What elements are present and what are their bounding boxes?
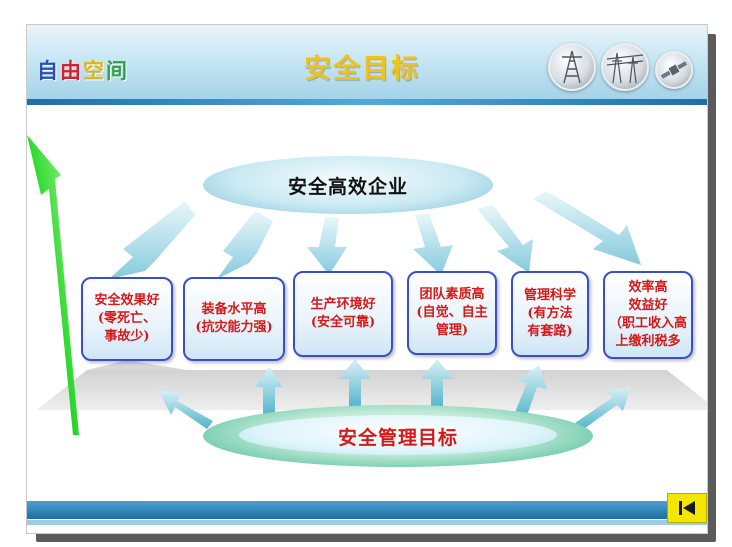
goal-box-1: 安全效果好 (零死亡、 事故少) xyxy=(81,277,173,361)
fan-arrow-5 xyxy=(477,205,533,273)
slide: 自 由 空 间 安全目标 xyxy=(26,24,708,534)
goal-box-3-text: 生产环境好 (安全可靠) xyxy=(310,297,376,330)
fan-arrow-4 xyxy=(413,213,453,275)
up-arrow-1 xyxy=(159,391,213,429)
back-to-start-button[interactable] xyxy=(667,493,707,523)
footer-bar-light xyxy=(27,520,707,525)
up-arrow-5 xyxy=(513,365,547,421)
goal-box-6-text: 效率高 效益好 （职工收入高 上缴利税多 xyxy=(608,280,687,349)
tower-photo-icon xyxy=(548,43,596,91)
logo-char-3: 空 xyxy=(83,59,105,83)
fan-arrow-6 xyxy=(533,191,641,265)
goal-box-4: 团队素质高 (自觉、自主 管理) xyxy=(407,271,497,355)
goal-box-2: 装备水平高 (抗灾能力强) xyxy=(183,277,285,361)
up-arrow-2 xyxy=(255,367,283,417)
goal-box-1-text: 安全效果好 (零死亡、 事故少) xyxy=(94,293,160,344)
fan-arrow-2 xyxy=(217,211,273,279)
goal-box-5: 管理科学 (有方法 有套路) xyxy=(511,271,589,357)
logo-char-4: 间 xyxy=(106,59,128,83)
powerline-photo-icon xyxy=(601,43,649,91)
goal-box-3: 生产环境好 (安全可靠) xyxy=(293,271,393,357)
bottom-goal-ellipse: 安全管理目标 xyxy=(203,405,593,467)
goal-box-5-text: 管理科学 (有方法 有套路) xyxy=(523,288,576,339)
fan-arrow-3 xyxy=(307,217,347,275)
logo-char-1: 自 xyxy=(37,59,59,83)
diagram-graphics xyxy=(27,135,707,435)
satellite-photo-icon xyxy=(655,51,693,89)
logo: 自 由 空 间 xyxy=(37,55,128,83)
up-arrow-6 xyxy=(575,387,631,431)
header-stripe xyxy=(27,99,707,105)
grey-floor-left-wing xyxy=(87,360,187,370)
goal-box-6: 效率高 效益好 （职工收入高 上缴利税多 xyxy=(603,271,693,359)
green-rising-arrow xyxy=(27,135,79,435)
back-to-start-icon xyxy=(679,501,695,515)
up-arrow-4 xyxy=(421,359,453,409)
top-goal-ellipse: 安全高效企业 xyxy=(203,156,493,214)
bottom-goal-label: 安全管理目标 xyxy=(337,426,458,449)
fan-arrow-1 xyxy=(109,201,195,279)
up-arrow-3 xyxy=(339,359,371,409)
logo-char-2: 由 xyxy=(60,59,82,83)
goal-box-4-text: 团队素质高 (自觉、自主 管理) xyxy=(416,287,488,338)
goal-box-2-text: 装备水平高 (抗灾能力强) xyxy=(195,302,273,335)
footer-bar xyxy=(27,501,707,519)
top-goal-label: 安全高效企业 xyxy=(287,175,408,198)
slide-title: 安全目标 xyxy=(304,54,420,85)
